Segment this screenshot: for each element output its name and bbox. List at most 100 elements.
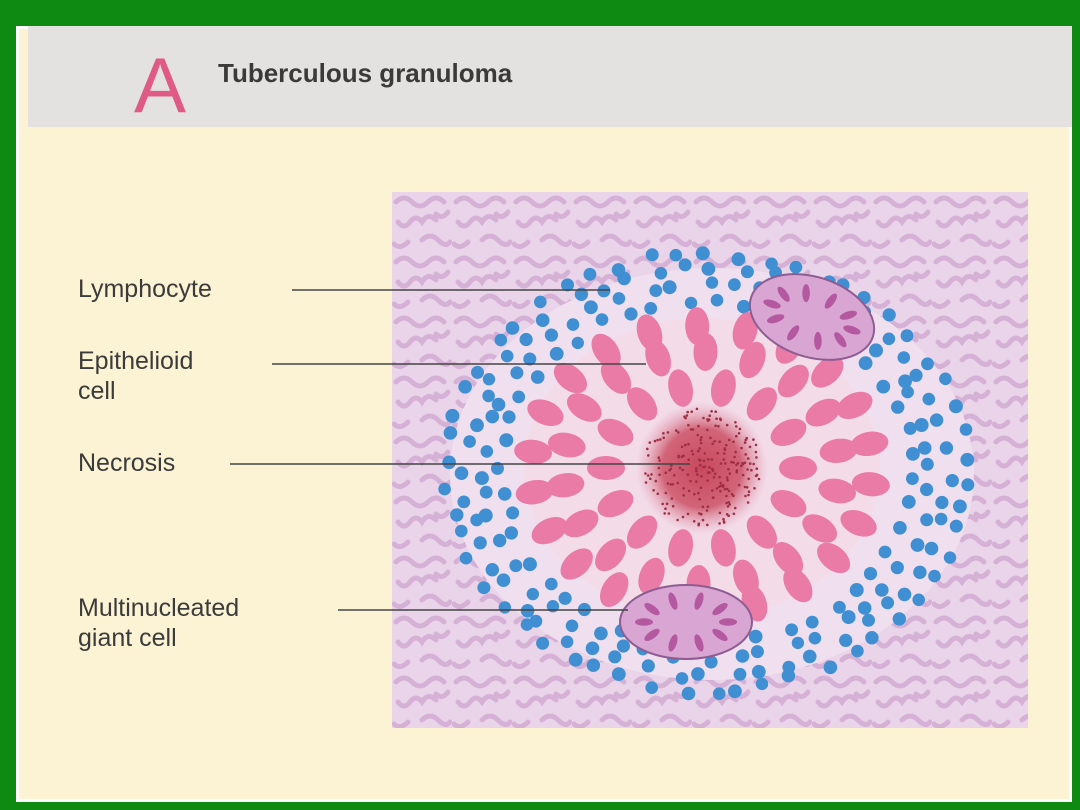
epithelioid-cell bbox=[587, 456, 625, 480]
necrosis-speckle bbox=[695, 407, 699, 411]
panel-letter: A bbox=[134, 41, 187, 129]
epithelioid-cell bbox=[515, 479, 554, 505]
lymphocyte bbox=[669, 248, 683, 262]
necrosis-speckle bbox=[723, 452, 726, 455]
necrosis-speckle bbox=[684, 443, 687, 447]
giant-cell-nucleus bbox=[668, 592, 678, 610]
lymphocyte bbox=[494, 333, 508, 347]
epithelioid-cell bbox=[850, 431, 889, 457]
lymphocyte bbox=[959, 423, 973, 436]
necrosis-speckle bbox=[652, 489, 655, 492]
lymphocyte bbox=[450, 508, 464, 522]
necrosis-speckle bbox=[735, 463, 738, 467]
epithelioid-cell bbox=[548, 432, 586, 458]
necrosis-speckle bbox=[681, 468, 684, 472]
lymphocyte bbox=[849, 583, 864, 597]
necrosis-speckle bbox=[747, 493, 750, 497]
epithelioid-cell bbox=[566, 393, 602, 422]
necrosis-speckle bbox=[697, 491, 700, 495]
lymphocyte bbox=[505, 321, 520, 335]
lymphocyte bbox=[499, 433, 514, 448]
necrosis-speckle bbox=[746, 468, 749, 471]
necrosis-speckle bbox=[716, 452, 720, 455]
lymphocyte bbox=[920, 482, 934, 497]
necrosis-speckle bbox=[695, 469, 698, 473]
necrosis-speckle bbox=[741, 462, 745, 466]
epithelioid-cell bbox=[531, 516, 568, 545]
necrosis-speckle bbox=[719, 489, 722, 493]
epithelioid-cell bbox=[591, 333, 621, 368]
necrosis-speckle bbox=[700, 436, 703, 439]
giant-cell-nucleus bbox=[712, 602, 728, 616]
epithelioid-cell bbox=[770, 418, 807, 446]
lymphocyte bbox=[443, 426, 458, 440]
necrosis-speckle bbox=[722, 458, 725, 461]
necrosis-speckle bbox=[683, 415, 686, 418]
necrosis-speckle bbox=[658, 459, 661, 462]
lymphocyte bbox=[645, 681, 658, 694]
necrosis-speckle bbox=[666, 431, 670, 434]
giant-cell-upper-nuclei bbox=[763, 284, 861, 350]
necrosis-speckle bbox=[647, 454, 650, 457]
giant-cell-nucleus bbox=[694, 592, 704, 610]
necrosis-speckle bbox=[727, 438, 731, 442]
necrosis-speckle bbox=[689, 479, 692, 483]
necrosis-speckle bbox=[696, 473, 699, 476]
lymphocyte bbox=[568, 652, 583, 667]
necrosis-speckle bbox=[711, 442, 714, 446]
lymphocyte bbox=[900, 329, 914, 343]
necrosis-speckle bbox=[701, 518, 705, 522]
necrosis-speckle bbox=[725, 501, 728, 505]
lymphocyte bbox=[765, 257, 778, 270]
giant-cell-nucleus bbox=[767, 314, 785, 324]
lymphocyte bbox=[914, 418, 929, 432]
lymphocyte bbox=[728, 278, 741, 291]
lymphocyte bbox=[654, 267, 668, 280]
lymphocyte bbox=[863, 567, 878, 581]
necrosis-speckle bbox=[750, 468, 753, 472]
lymphocyte bbox=[491, 397, 506, 412]
lymphocyte bbox=[445, 408, 460, 423]
necrosis-speckle bbox=[723, 447, 726, 450]
epithelioid-cell bbox=[746, 515, 778, 549]
necrosis-speckle bbox=[706, 458, 710, 461]
necrosis-speckle bbox=[699, 486, 703, 490]
lymphocyte bbox=[912, 593, 925, 607]
epithelioid-cell bbox=[685, 307, 710, 346]
giant-cell-nucleus bbox=[719, 618, 737, 626]
necrosis-speckle bbox=[722, 520, 726, 523]
lymphocyte bbox=[781, 668, 796, 683]
necrosis-speckle bbox=[703, 465, 706, 469]
granuloma-illustration bbox=[392, 192, 1028, 728]
giant-cell-lower-nuclei bbox=[635, 592, 737, 652]
lymphocyte bbox=[482, 373, 496, 386]
necrosis-speckle bbox=[738, 427, 742, 431]
necrosis-speckle bbox=[732, 494, 735, 498]
lymphocyte bbox=[520, 604, 535, 618]
giant-cell-nucleus bbox=[712, 628, 728, 642]
lymphocyte bbox=[731, 252, 746, 267]
necrosis-speckle bbox=[692, 520, 696, 523]
necrosis-speckle bbox=[748, 445, 752, 449]
panel-title: Tuberculous granuloma bbox=[218, 58, 513, 88]
necrosis-speckle bbox=[712, 496, 715, 499]
epithelioid-cell bbox=[527, 399, 564, 426]
necrosis-speckle bbox=[755, 456, 758, 459]
epithelioid-cell bbox=[802, 514, 838, 543]
necrosis-speckle bbox=[739, 464, 743, 468]
lymphocyte bbox=[496, 573, 511, 587]
necrosis-speckle bbox=[691, 452, 695, 456]
lymphocyte bbox=[939, 441, 954, 455]
necrosis-speckle bbox=[687, 423, 690, 427]
necrosis-speckle bbox=[685, 414, 689, 417]
necrosis-speckle bbox=[727, 500, 730, 504]
lymphocyte bbox=[890, 561, 904, 575]
necrosis-speckle bbox=[700, 475, 703, 478]
necrosis-speckle bbox=[708, 471, 711, 474]
epithelioid-cell bbox=[563, 509, 599, 538]
lymphocyte bbox=[526, 587, 539, 601]
lymphocyte bbox=[522, 557, 537, 572]
necrosis-speckle bbox=[698, 512, 701, 515]
necrosis-speckle bbox=[699, 438, 702, 442]
giant-cell-nucleus bbox=[839, 310, 857, 320]
